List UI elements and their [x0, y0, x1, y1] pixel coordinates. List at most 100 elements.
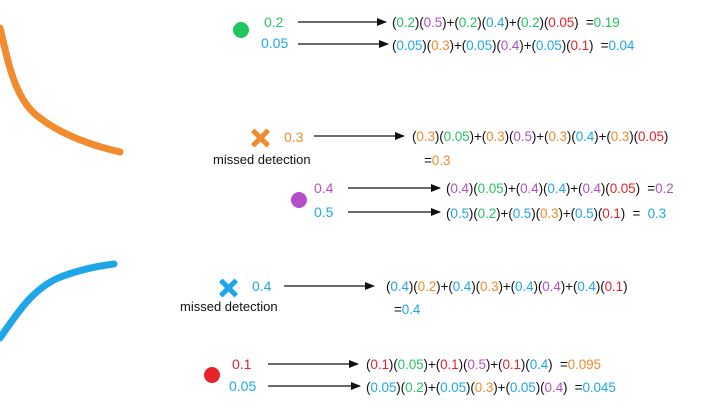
equation-term: )+(	[449, 38, 467, 53]
equation-term: 0.1	[440, 357, 459, 372]
equation: (0.1)(0.05)+(0.1)(0.5)+(0.1)(0.4) =0.095	[366, 356, 601, 373]
equation-term: 0.1	[604, 279, 624, 294]
equation-term: 0.045	[582, 380, 616, 395]
equation-term: )+(	[493, 380, 510, 395]
purple-row1-value: 0.4	[314, 180, 334, 196]
equation-term: )(	[458, 357, 468, 372]
equation-term: ) =	[635, 181, 656, 196]
equation-term: 0.5	[423, 15, 443, 30]
equation-term: )(	[561, 38, 571, 53]
equation-term: 0.1	[570, 38, 590, 53]
equation: (0.2)(0.5)+(0.2)(0.4)+(0.2)(0.05) =0.19	[392, 14, 620, 31]
equation-term: 0.2	[417, 279, 437, 294]
equation-term: 0.5	[575, 206, 594, 221]
green-dot-marker	[233, 22, 249, 38]
equation-term: )(	[629, 129, 639, 144]
equation-term: )+(	[423, 380, 441, 395]
equation-term: (	[366, 357, 371, 372]
equation-term: )(	[535, 380, 545, 395]
equation-term: =	[394, 302, 402, 317]
purple-dot-marker	[291, 192, 307, 208]
equation-term: )+(	[531, 129, 549, 144]
equation-term: 0.5	[512, 206, 532, 221]
equation-term: )(	[504, 129, 514, 144]
equation-term: 0.05	[466, 38, 492, 53]
blue-missed-detection-caption: missed detection	[180, 299, 278, 314]
equation-term: (	[392, 15, 397, 30]
equation-term: 0.4	[544, 380, 564, 395]
equation-term: 0.1	[502, 357, 521, 372]
equation-term: 0.05	[443, 129, 470, 144]
equation-term: 0.3	[647, 206, 667, 221]
equation-term: 0.3	[548, 129, 567, 144]
equation-term: )(	[408, 279, 418, 294]
equation-term: 0.05	[440, 380, 466, 395]
equation-term: )+(	[560, 279, 578, 294]
equation-term: 0.4	[542, 279, 561, 294]
equation-term: )+(	[504, 15, 522, 30]
equation-term: )(	[434, 129, 444, 144]
equation-term: )(	[477, 15, 486, 30]
equation-result: =0.4	[394, 301, 420, 318]
equation-term: 0.2	[405, 380, 424, 395]
equation-term: )(	[414, 15, 424, 30]
orange-track-curve	[0, 24, 124, 156]
equation-term: (	[386, 279, 391, 294]
equation-term: )(	[422, 38, 432, 53]
equation-term: 0.3	[479, 279, 499, 294]
blue-row1-value: 0.4	[252, 278, 272, 294]
equation-term: )(	[466, 380, 475, 395]
equation-term: 0.4	[452, 279, 472, 294]
equation-term: )(	[539, 15, 549, 30]
equation-term: 0.4	[520, 181, 539, 196]
equation-term: 0.4	[575, 129, 595, 144]
equation-term: )+(	[558, 206, 576, 221]
equation-term: 0.1	[602, 206, 621, 221]
equation-term: 0.05	[477, 181, 504, 196]
equation-term: )(	[388, 357, 398, 372]
equation-term: 0.05	[535, 38, 562, 53]
equation-term: )+(	[565, 181, 583, 196]
equation-term: 0.4	[582, 181, 601, 196]
equation-term: 0.4	[547, 181, 566, 196]
equation-term: 0.05	[638, 129, 664, 144]
equation-term: 0.2	[477, 206, 497, 221]
red-row1-value: 0.1	[232, 356, 252, 372]
equation-term: 0.3	[416, 129, 435, 144]
equation-term: 0.4	[577, 279, 596, 294]
equation-term: )(	[593, 206, 603, 221]
equation: (0.5)(0.2)+(0.5)(0.3)+(0.5)(0.1) = 0.3	[446, 205, 666, 222]
orange-missed-detection-caption: missed detection	[213, 152, 311, 167]
equation-term: (	[366, 380, 371, 395]
orange-row1-value: 0.3	[284, 129, 304, 145]
equation-term: 0.5	[467, 357, 486, 372]
equation-term: 0.2	[655, 181, 674, 196]
equation-term: 0.4	[515, 279, 534, 294]
equation: (0.05)(0.2)+(0.05)(0.3)+(0.05)(0.4) =0.0…	[366, 379, 616, 396]
equation: (0.05)(0.3)+(0.05)(0.4)+(0.05)(0.1) =0.0…	[392, 37, 634, 54]
equation-term: )(	[520, 357, 530, 372]
equation-term: )+(	[519, 38, 536, 53]
equation-term: 0.05	[609, 181, 636, 196]
equation-term: 0.04	[608, 38, 635, 53]
equation-term: 0.4	[390, 279, 409, 294]
equation-term: )+(	[423, 357, 441, 372]
equation-term: 0.3	[431, 38, 450, 53]
equation-term: )+(	[442, 15, 459, 30]
blue-cross-marker	[218, 278, 238, 298]
equation: (0.4)(0.2)+(0.4)(0.3)+(0.4)(0.4)+(0.4)(0…	[386, 278, 628, 295]
equation-term: )+(	[436, 279, 453, 294]
equation-term: ) =	[620, 206, 648, 221]
equation-term: )(	[468, 181, 478, 196]
equation-term: 0.05	[548, 15, 575, 30]
equation-term: (	[446, 181, 451, 196]
equation-term: )	[623, 279, 628, 294]
equation-term: 0.1	[370, 357, 389, 372]
equation-term: 0.05	[370, 380, 397, 395]
equation-term: 0.3	[610, 129, 630, 144]
equation-term: =	[424, 153, 432, 168]
equation: (0.3)(0.05)+(0.3)(0.5)+(0.3)(0.4)+(0.3)(…	[412, 128, 668, 145]
equation-term: 0.4	[450, 181, 469, 196]
green-row2-value: 0.05	[261, 35, 289, 51]
